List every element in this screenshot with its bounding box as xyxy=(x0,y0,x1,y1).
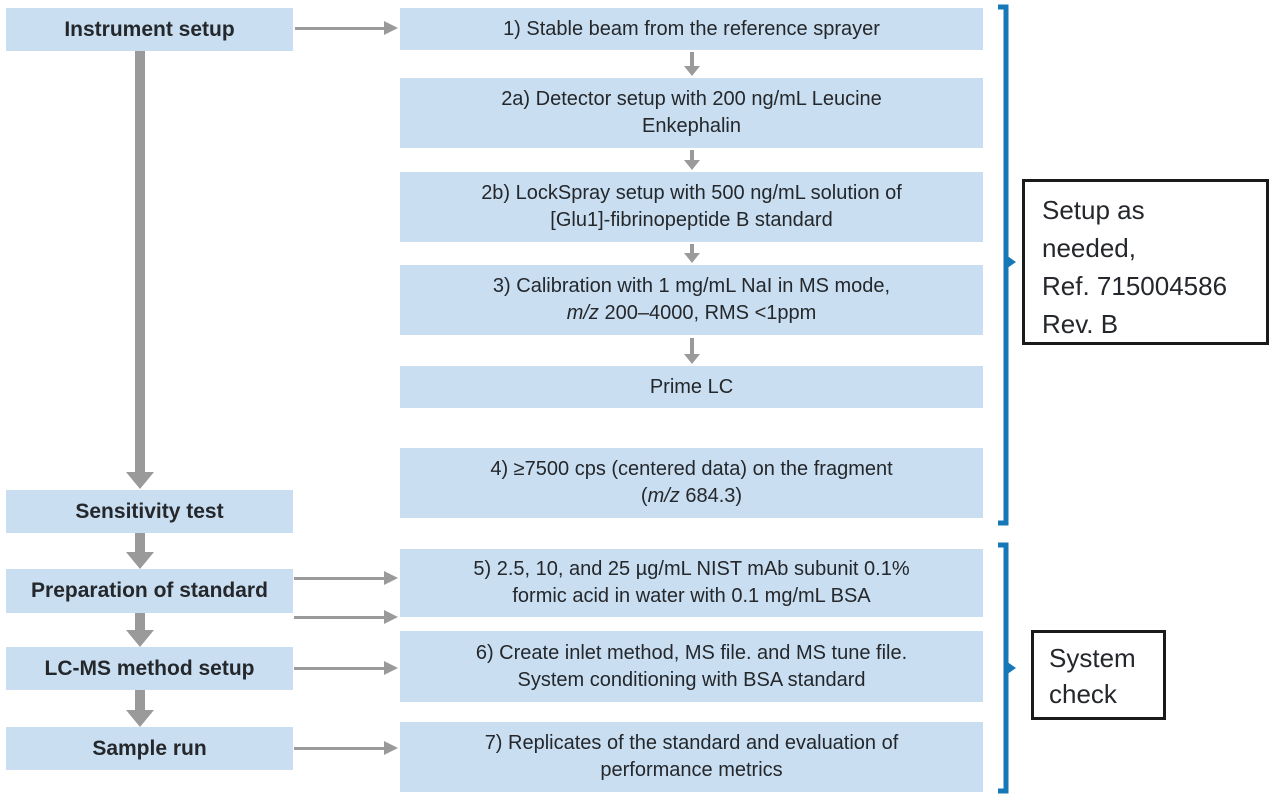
step-text: 3) Calibration with 1 mg/mL NaI in MS mo… xyxy=(492,275,891,297)
arrow-lcms-to-step6-icon xyxy=(294,661,398,675)
step-text: formic acid in water with 0.1 mg/mL BSA xyxy=(512,585,871,607)
step-text: Enkephalin xyxy=(642,115,741,137)
arrow-instrument-to-step1-icon xyxy=(295,21,398,35)
step-text: 6) Create inlet method, MS file. and MS … xyxy=(475,641,908,664)
mz-italic: m/z xyxy=(566,302,599,324)
arrow-sample-to-step7-icon xyxy=(294,741,398,755)
stage-box-sample-run: Sample run xyxy=(6,727,293,770)
step-box-4: 4) ≥7500 cps (centered data) on the frag… xyxy=(400,448,983,518)
stage-label: Sample run xyxy=(92,736,207,760)
step-text: (m/z 684.3) xyxy=(640,485,743,507)
step-text: 5) 2.5, 10, and 25 µg/mL NIST mAb subuni… xyxy=(473,558,910,580)
step-box-7: 7) Replicates of the standard and evalua… xyxy=(400,722,983,792)
arrow-instrument-to-sensitivity-icon xyxy=(126,51,154,489)
stage-label: Instrument setup xyxy=(64,17,235,41)
step-text: 2b) LockSpray setup with 500 ng/mL solut… xyxy=(481,182,902,204)
stage-box-sensitivity-test: Sensitivity test xyxy=(6,490,293,533)
step-text: m/z 200–4000, RMS <1ppm xyxy=(566,302,817,324)
arrow-step3-to-prime-icon xyxy=(684,338,700,364)
bracket-setup-section-icon xyxy=(998,4,1016,526)
arrow-step2b-to-step3-icon xyxy=(684,244,700,263)
stage-box-preparation-of-standard: Preparation of standard xyxy=(6,569,293,613)
step-box-1: 1) Stable beam from the reference spraye… xyxy=(400,8,983,50)
step-text: System conditioning with BSA standard xyxy=(517,668,866,691)
arrow-preparation-to-step5-lower-icon xyxy=(294,610,398,624)
arrow-step2a-to-step2b-icon xyxy=(684,150,700,170)
system-check-box: System check xyxy=(1031,630,1166,720)
step-text: [Glu1]-fibrinopeptide B standard xyxy=(550,209,833,231)
step-box-5: 5) 2.5, 10, and 25 µg/mL NIST mAb subuni… xyxy=(400,549,983,617)
bracket-system-check-section-icon xyxy=(998,542,1016,794)
step-text: 7) Replicates of the standard and evalua… xyxy=(484,732,899,754)
stage-box-lcms-method-setup: LC-MS method setup xyxy=(6,647,293,690)
stage-label: LC-MS method setup xyxy=(44,656,255,680)
step-text: 1) Stable beam from the reference spraye… xyxy=(503,17,880,40)
step-box-6: 6) Create inlet method, MS file. and MS … xyxy=(400,631,983,702)
arrow-preparation-to-step5-icon xyxy=(294,571,398,585)
stage-label: Sensitivity test xyxy=(75,499,224,523)
setup-note-box: Setup as needed, Ref. 715004586 Rev. B xyxy=(1022,179,1269,345)
stage-box-instrument-setup: Instrument setup xyxy=(6,8,293,51)
step-text: 2a) Detector setup with 200 ng/mL Leucin… xyxy=(501,88,882,110)
step-box-2a: 2a) Detector setup with 200 ng/mL Leucin… xyxy=(400,78,983,148)
stage-label: Preparation of standard xyxy=(31,579,268,602)
step-box-prime-lc: Prime LC xyxy=(400,366,983,408)
arrow-step1-to-step2a-icon xyxy=(684,52,700,76)
arrow-sensitivity-to-preparation-icon xyxy=(126,533,154,569)
step-text: performance metrics xyxy=(600,759,783,781)
step-box-3: 3) Calibration with 1 mg/mL NaI in MS mo… xyxy=(400,265,983,335)
mz-italic: m/z xyxy=(647,485,680,507)
arrow-lcms-to-sample-icon xyxy=(126,690,154,727)
step-text: Prime LC xyxy=(649,375,734,398)
step-box-2b: 2b) LockSpray setup with 500 ng/mL solut… xyxy=(400,172,983,242)
arrow-preparation-to-lcms-icon xyxy=(126,613,154,647)
step-text: 4) ≥7500 cps (centered data) on the frag… xyxy=(490,458,893,480)
